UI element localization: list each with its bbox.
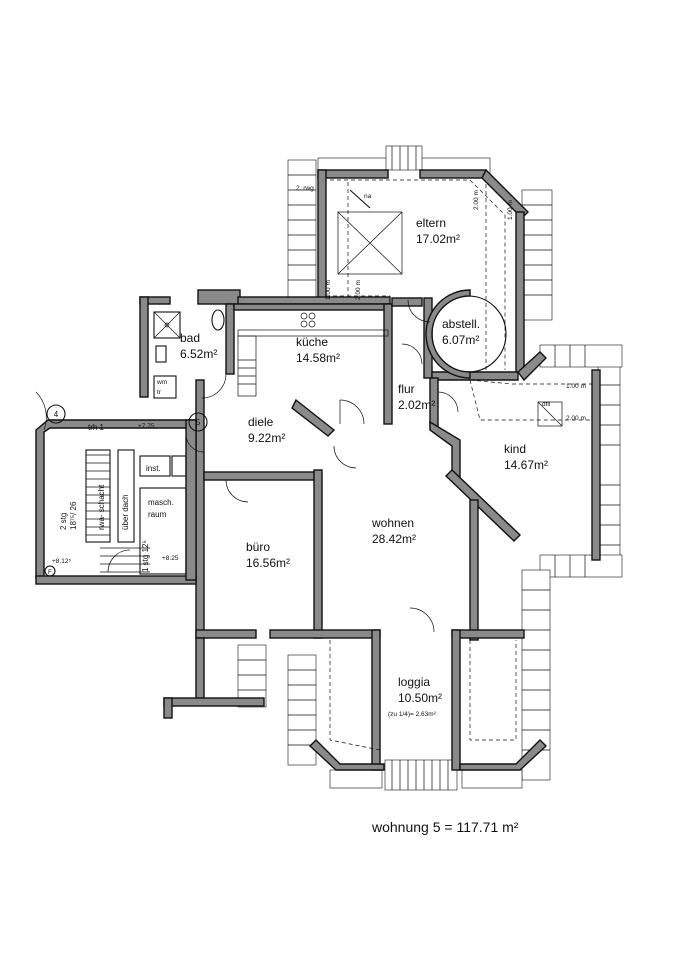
room-area-buero: 16.56m² bbox=[246, 556, 290, 570]
fixture-rwg: 2. rwg bbox=[296, 185, 314, 192]
room-name-kind: kind bbox=[504, 442, 526, 456]
level-masch: +8.25 bbox=[162, 555, 179, 562]
axis-marker-4 bbox=[46, 404, 66, 424]
level-trh-bottom: +8.12⁵ bbox=[52, 558, 71, 565]
room-area-eltern: 17.02m² bbox=[416, 232, 460, 246]
room-name-bad: bad bbox=[180, 331, 200, 345]
room-area-abstell: 6.07m² bbox=[442, 333, 479, 347]
axis-marker-5 bbox=[188, 412, 208, 432]
doors bbox=[35, 299, 459, 633]
roof-tiles bbox=[237, 145, 623, 791]
fixture-dfll: dfll bbox=[542, 401, 551, 408]
room-name-abstell: abstell. bbox=[442, 317, 480, 331]
stair-shaft-line2: über dach bbox=[121, 494, 130, 530]
dim-1m-eltern: 1.00 m bbox=[325, 280, 332, 300]
roof-lines bbox=[326, 179, 592, 751]
axis-5-label: 5 bbox=[196, 418, 201, 427]
fixture-na: na bbox=[364, 193, 372, 200]
room-name-wohnen: wohnen bbox=[371, 516, 414, 530]
dim-1m-kind: 1.00 m bbox=[566, 383, 586, 390]
room-note-loggia: (zu 1/4)= 2.63m² bbox=[388, 711, 437, 718]
room-area-bad: 6.52m² bbox=[180, 347, 217, 361]
room-name-diele: diele bbox=[248, 415, 274, 429]
stair-upper-dim: 18⁷⁵/ 26 bbox=[69, 501, 78, 530]
room-area-kind: 14.67m² bbox=[504, 458, 548, 472]
apartment-total: wohnung 5 = 117.71 m² bbox=[371, 819, 519, 835]
room-name-loggia: loggia bbox=[398, 675, 430, 689]
level-trh-top: +7.75 bbox=[138, 423, 155, 430]
room-area-wohnen: 28.42m² bbox=[372, 532, 416, 546]
room-area-diele: 9.22m² bbox=[248, 431, 285, 445]
f-label: F bbox=[48, 569, 52, 576]
stair-upper-label: 2 stg bbox=[59, 513, 68, 530]
walls bbox=[35, 168, 601, 771]
room-area-flur: 2.02m² bbox=[398, 398, 435, 412]
room-name-masch-1: masch. bbox=[148, 498, 174, 507]
room-name-kueche: küche bbox=[296, 335, 328, 349]
dim-2m-eltern-left: 2.00 m bbox=[355, 280, 362, 300]
f-marker bbox=[44, 565, 56, 577]
room-name-eltern: eltern bbox=[416, 216, 446, 230]
fixture-wm: wm bbox=[156, 379, 167, 386]
stair-shaft-line1: rwa- schacht bbox=[97, 484, 106, 530]
axis-4-label: 4 bbox=[54, 410, 59, 419]
room-area-kueche: 14.58m² bbox=[296, 351, 340, 365]
room-name-buero: büro bbox=[246, 540, 270, 554]
room-name-trh: trh 1 bbox=[88, 423, 105, 432]
fixtures bbox=[85, 189, 563, 575]
room-name-masch-2: raum bbox=[148, 510, 167, 519]
dim-1m-eltern-right: 1.00 m bbox=[507, 200, 514, 220]
room-area-loggia: 10.50m² bbox=[398, 691, 442, 705]
dim-2m-kind: 2.00 m bbox=[566, 415, 586, 422]
dim-2m-eltern-right: 2.00 m bbox=[473, 190, 480, 210]
stair-lower-label: 1 stg 12⁵ bbox=[141, 540, 150, 572]
fixture-tr: tr bbox=[157, 389, 162, 396]
room-name-flur: flur bbox=[398, 382, 415, 396]
room-name-inst: inst. bbox=[146, 464, 161, 473]
